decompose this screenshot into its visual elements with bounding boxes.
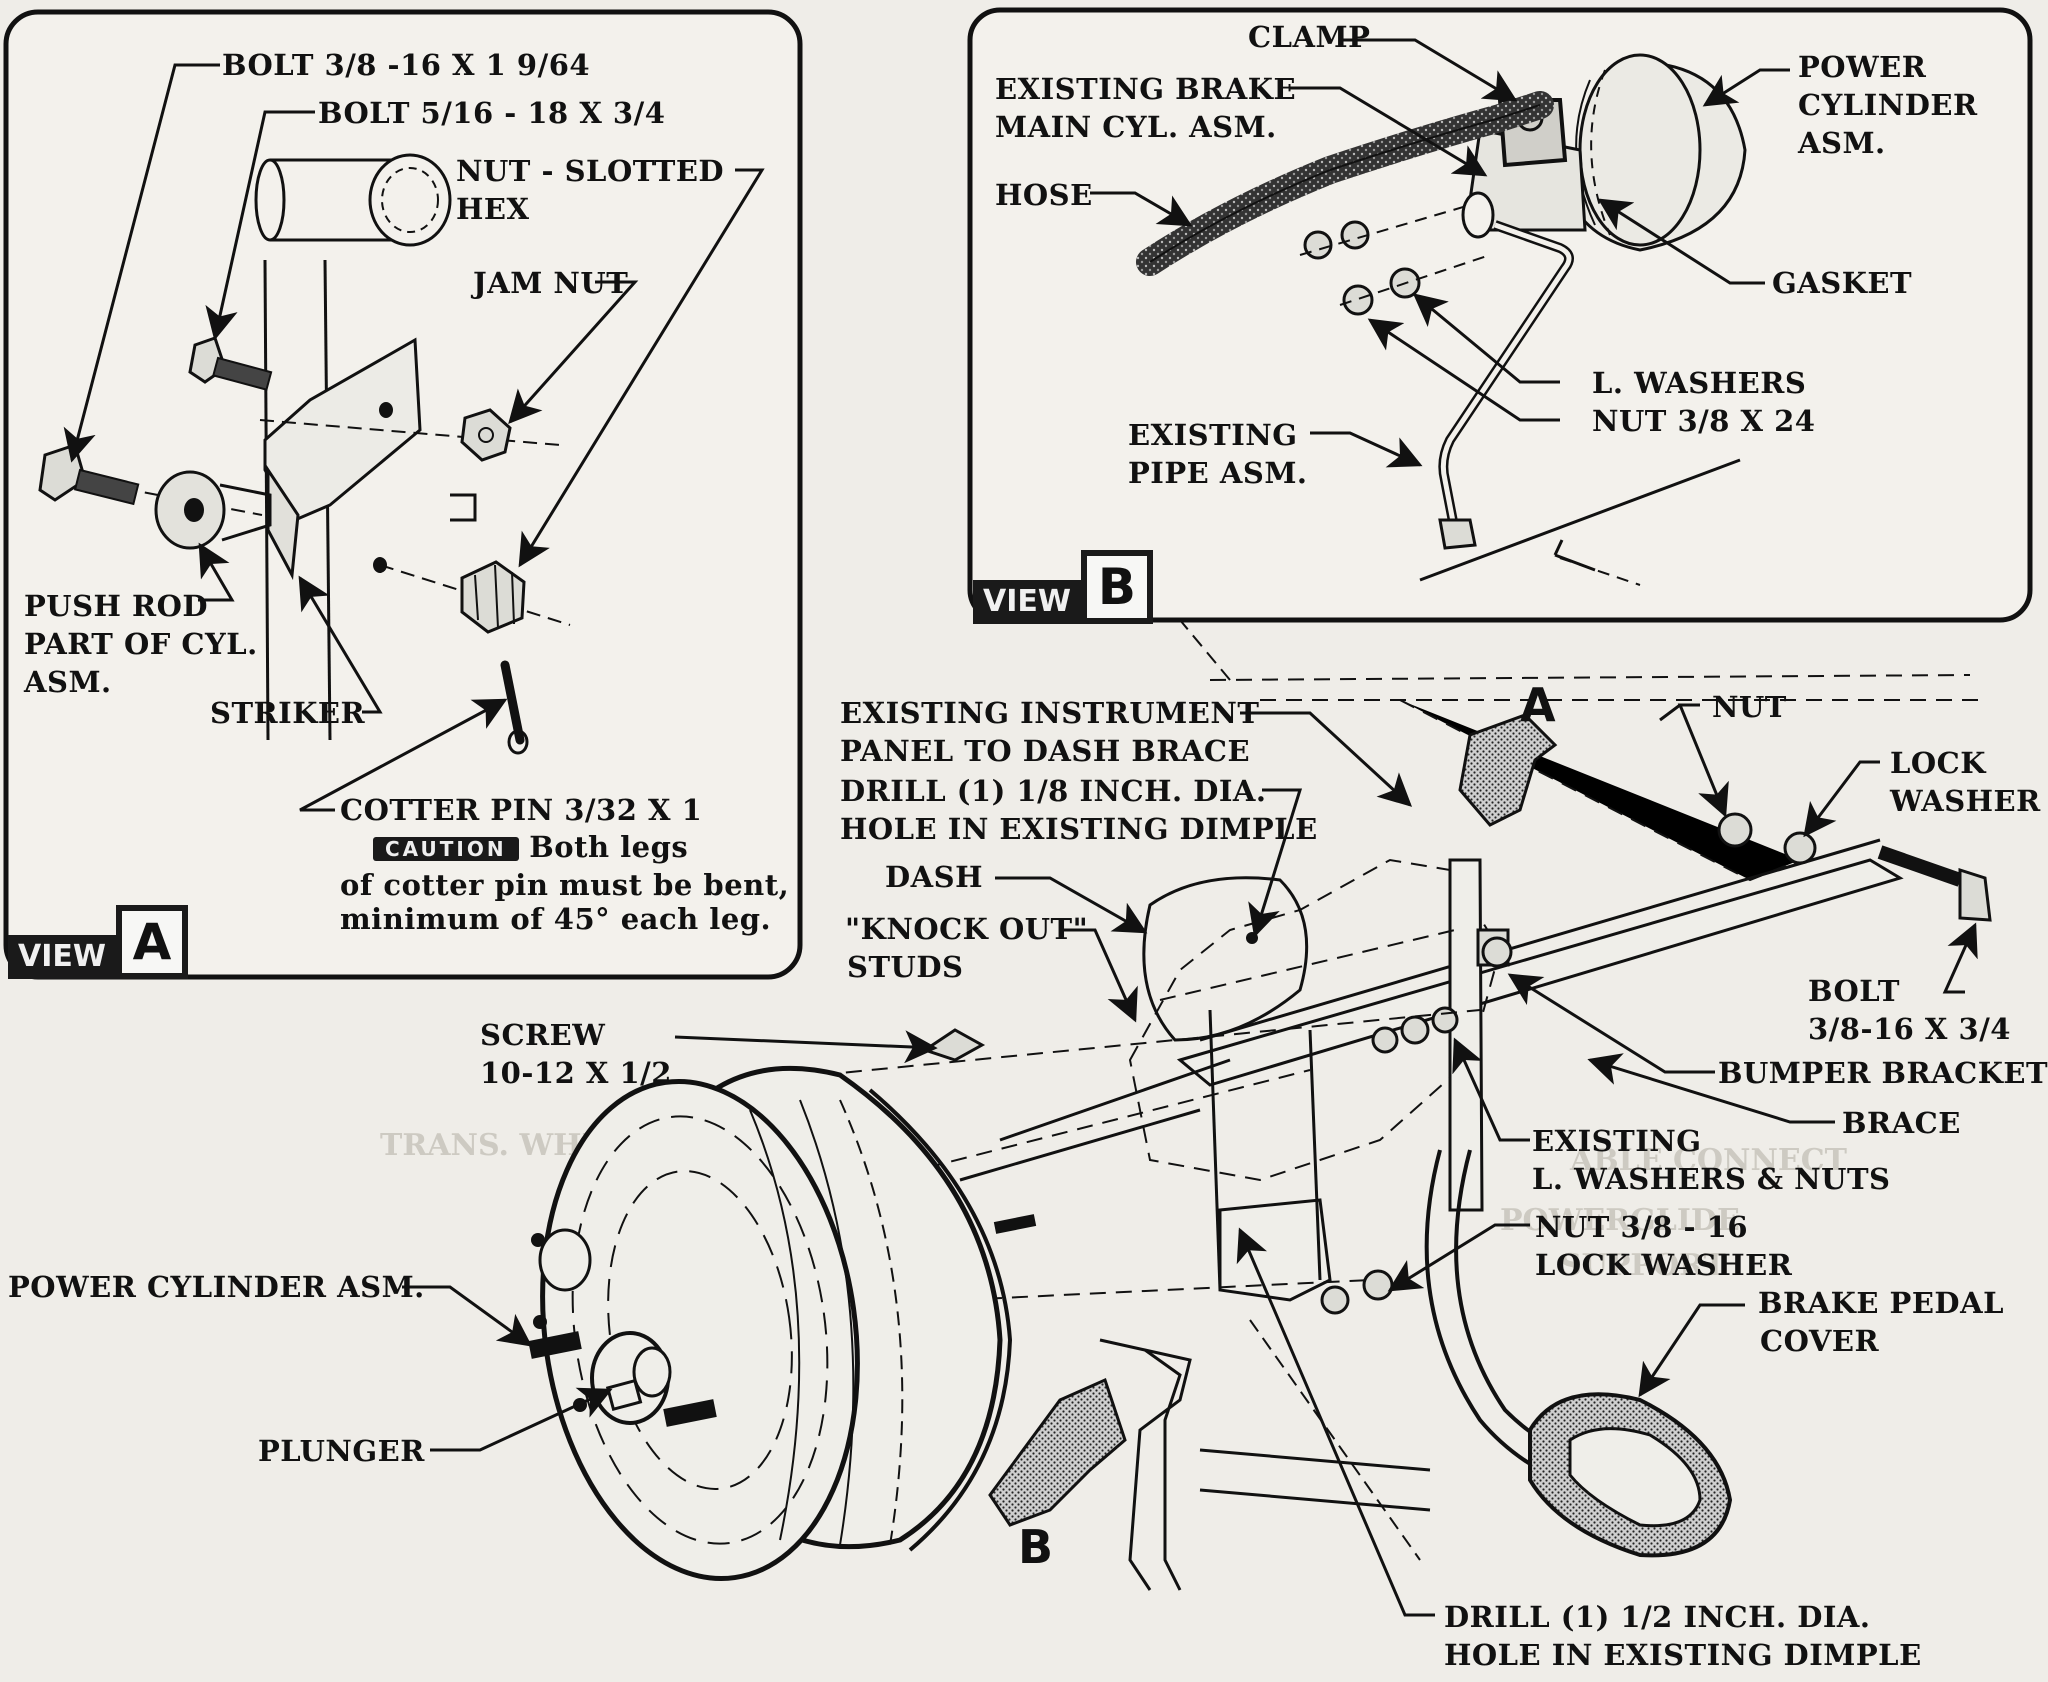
label-knockout-line2: STUDS <box>847 950 964 984</box>
label-push-rod-line1: PUSH ROD <box>24 589 209 623</box>
svg-text:SUPPORT: SUPPORT <box>1560 1248 1726 1283</box>
label-push-rod-line2: PART OF CYL. <box>24 627 258 661</box>
svg-text:ABLE CONNECT: ABLE CONNECT <box>1569 1143 1848 1178</box>
label-existing-brake-line1: EXISTING BRAKE <box>995 72 1297 106</box>
label-bumper-bracket: BUMPER BRACKET <box>1718 1056 2048 1090</box>
arrow-marker-a <box>1458 713 1558 827</box>
marker-b: B <box>1018 1520 1054 1574</box>
marker-a: A <box>1520 678 1556 732</box>
caution-text-line3: minimum of 45° each leg. <box>340 902 772 936</box>
caution-text-line1: Both legs <box>529 830 689 864</box>
label-push-rod: PUSH ROD PART OF CYL. ASM. <box>24 587 258 701</box>
label-existing-pipe-line1: EXISTING <box>1128 418 1298 452</box>
label-existing-pipe: EXISTING PIPE ASM. <box>1128 416 1308 492</box>
label-plunger: PLUNGER <box>258 1434 425 1468</box>
view-b-panel <box>967 7 2033 623</box>
label-drill-1-2-line1: DRILL (1) 1/2 INCH. DIA. <box>1444 1600 1871 1634</box>
view-b-letter: B <box>1080 550 1153 624</box>
label-screw-line1: SCREW <box>480 1018 606 1052</box>
label-brake-pedal-cover: BRAKE PEDAL COVER <box>1758 1284 2004 1360</box>
screw-icon <box>921 1028 986 1062</box>
label-drill-1-8: DRILL (1) 1/8 INCH. DIA. HOLE IN EXISTIN… <box>840 772 1318 848</box>
svg-text:POWERGLIDE: POWERGLIDE <box>1500 1203 1740 1238</box>
label-power-cylinder-main: POWER CYLINDER ASM. <box>8 1270 425 1304</box>
label-power-cylinder-b: POWER CYLINDER ASM. <box>1798 48 1978 162</box>
label-drill-1-2-line2: HOLE IN EXISTING DIMPLE <box>1444 1638 1922 1672</box>
main-assembly <box>402 619 1992 1617</box>
label-brace: BRACE <box>1842 1106 1961 1140</box>
nut-lockwasher-icons <box>1717 812 1992 922</box>
label-l-washers: L. WASHERS <box>1592 366 1807 400</box>
label-push-rod-line3: ASM. <box>24 665 112 699</box>
label-jam-nut: JAM NUT <box>473 266 629 300</box>
label-knockout-line1: "KNOCK OUT" <box>845 912 1089 946</box>
label-instrument-panel: EXISTING INSTRUMENT PANEL TO DASH BRACE <box>840 694 1259 770</box>
label-dash: DASH <box>885 860 983 894</box>
push-rod-eye-icon <box>154 470 272 550</box>
label-bolt-main: BOLT 3/8-16 X 3/4 <box>1808 972 2011 1048</box>
caution-badge: CAUTION <box>373 837 519 861</box>
label-drill-1-8-line1: DRILL (1) 1/8 INCH. DIA. <box>840 774 1267 808</box>
view-a-word: VIEW <box>8 935 116 979</box>
brake-pedal-cover-icon <box>1528 1392 1733 1558</box>
label-bolt-5-16: BOLT 5/16 - 18 X 3/4 <box>318 96 666 130</box>
label-existing-brake: EXISTING BRAKE MAIN CYL. ASM. <box>995 70 1296 146</box>
jam-nut-icon <box>460 408 512 462</box>
label-nut-3816-line2: LOCK WASHER <box>1535 1248 1793 1282</box>
label-pedal-cover-line2: COVER <box>1760 1324 1880 1358</box>
label-drill-1-2: DRILL (1) 1/2 INCH. DIA. HOLE IN EXISTIN… <box>1444 1598 1922 1674</box>
power-cylinder-icon <box>528 1065 1037 1582</box>
label-existing-lw-line1: EXISTING <box>1532 1124 1702 1158</box>
view-a-tag: VIEW A <box>8 905 188 979</box>
view-a-letter: A <box>115 905 188 979</box>
label-nut-slotted-line2: HEX <box>456 192 530 226</box>
label-clamp: CLAMP <box>1248 20 1371 54</box>
label-lock-washer: LOCK WASHER <box>1890 744 2041 820</box>
label-power-cyl-line1: POWER <box>1798 50 1927 84</box>
label-pedal-cover-line1: BRAKE PEDAL <box>1758 1286 2004 1320</box>
label-screw-line2: 10-12 X 1/2 <box>480 1056 672 1090</box>
label-power-cyl-line2: CYLINDER <box>1798 88 1978 122</box>
label-instrument-panel-line1: EXISTING INSTRUMENT <box>840 696 1260 730</box>
label-bolt-3-8: BOLT 3/8 -16 X 1 9/64 <box>222 48 591 82</box>
label-nut-slotted-line1: NUT - SLOTTED <box>456 154 725 188</box>
label-existing-pipe-line2: PIPE ASM. <box>1128 456 1308 490</box>
caution-line1: CAUTION Both legs <box>373 828 688 866</box>
label-lock-washer-line1: LOCK <box>1890 746 1986 780</box>
view-b-tag: VIEW B <box>973 550 1153 624</box>
label-existing-brake-line2: MAIN CYL. ASM. <box>995 110 1277 144</box>
label-hose: HOSE <box>995 178 1093 212</box>
label-bolt-main-line1: BOLT <box>1808 974 1900 1008</box>
view-b-word: VIEW <box>973 580 1081 624</box>
label-nut-3-8-24: NUT 3/8 X 24 <box>1592 404 1816 438</box>
label-screw: SCREW 10-12 X 1/2 <box>480 1016 672 1092</box>
slotted-nut-icon <box>460 560 526 634</box>
label-striker: STRIKER <box>210 696 366 730</box>
arrow-marker-b <box>988 1377 1127 1527</box>
label-nut-3816-line1: NUT 3/8 - 16 <box>1535 1210 1749 1244</box>
label-existing-l-washers: EXISTING L. WASHERS & NUTS <box>1532 1122 1890 1198</box>
bolt-small-icon <box>188 336 273 391</box>
label-gasket: GASKET <box>1772 266 1913 300</box>
label-lock-washer-line2: WASHER <box>1890 784 2041 818</box>
label-power-cyl-line3: ASM. <box>1798 126 1886 160</box>
label-instrument-panel-line2: PANEL TO DASH BRACE <box>840 734 1251 768</box>
label-bolt-main-line2: 3/8-16 X 3/4 <box>1808 1012 2011 1046</box>
view-a-panel <box>3 9 803 980</box>
label-cotter-pin: COTTER PIN 3/32 X 1 <box>340 793 703 827</box>
label-nut: NUT <box>1712 690 1787 724</box>
label-drill-1-8-line2: HOLE IN EXISTING DIMPLE <box>840 812 1318 846</box>
caution-text-line2: of cotter pin must be bent, <box>340 868 790 902</box>
label-nut-slotted-hex: NUT - SLOTTED HEX <box>456 152 724 228</box>
cotter-pin-icon <box>500 660 529 755</box>
label-existing-lw-line2: L. WASHERS & NUTS <box>1532 1162 1891 1196</box>
label-knockout-studs: "KNOCK OUT" STUDS <box>845 910 1088 986</box>
label-nut-3-8-16: NUT 3/8 - 16 LOCK WASHER <box>1535 1208 1792 1284</box>
